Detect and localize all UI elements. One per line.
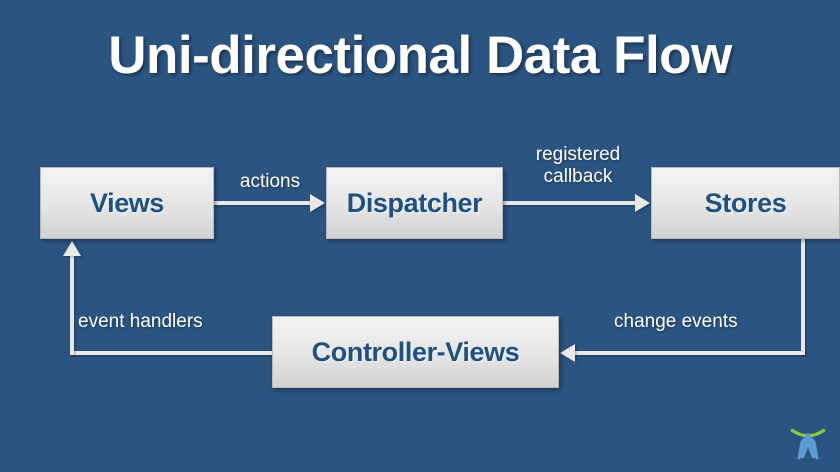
- node-stores-label: Stores: [704, 187, 787, 218]
- arrowhead-views-to-dispatcher: [310, 194, 325, 212]
- connector-dispatcher-to-stores: [503, 201, 636, 205]
- node-controller-views[interactable]: Controller-Views: [272, 316, 559, 388]
- arrowhead-stores-to-controller: [560, 344, 575, 362]
- connector-left-up-to-views: [70, 256, 74, 355]
- arrowhead-dispatcher-to-stores: [635, 194, 650, 212]
- node-views-label: Views: [89, 187, 165, 218]
- node-stores[interactable]: Stores: [651, 167, 840, 239]
- page-title: Uni-directional Data Flow: [108, 26, 732, 85]
- edge-label-event-handlers: event handlers: [78, 311, 203, 332]
- edge-label-change-events: change events: [614, 311, 738, 332]
- edge-label-registered-callback: registered callback: [535, 144, 621, 188]
- arrowhead-controller-to-views: [63, 241, 81, 256]
- node-controller-views-label: Controller-Views: [311, 336, 520, 367]
- node-views[interactable]: Views: [40, 167, 214, 239]
- node-dispatcher-label: Dispatcher: [346, 187, 483, 218]
- connector-stores-down: [801, 239, 805, 355]
- edge-label-actions: actions: [239, 171, 301, 192]
- connector-views-to-dispatcher: [214, 201, 311, 205]
- brand-logo-icon: [790, 428, 826, 460]
- node-dispatcher[interactable]: Dispatcher: [326, 167, 503, 239]
- connector-stores-to-controller: [575, 351, 805, 355]
- connector-controller-to-left: [70, 351, 274, 355]
